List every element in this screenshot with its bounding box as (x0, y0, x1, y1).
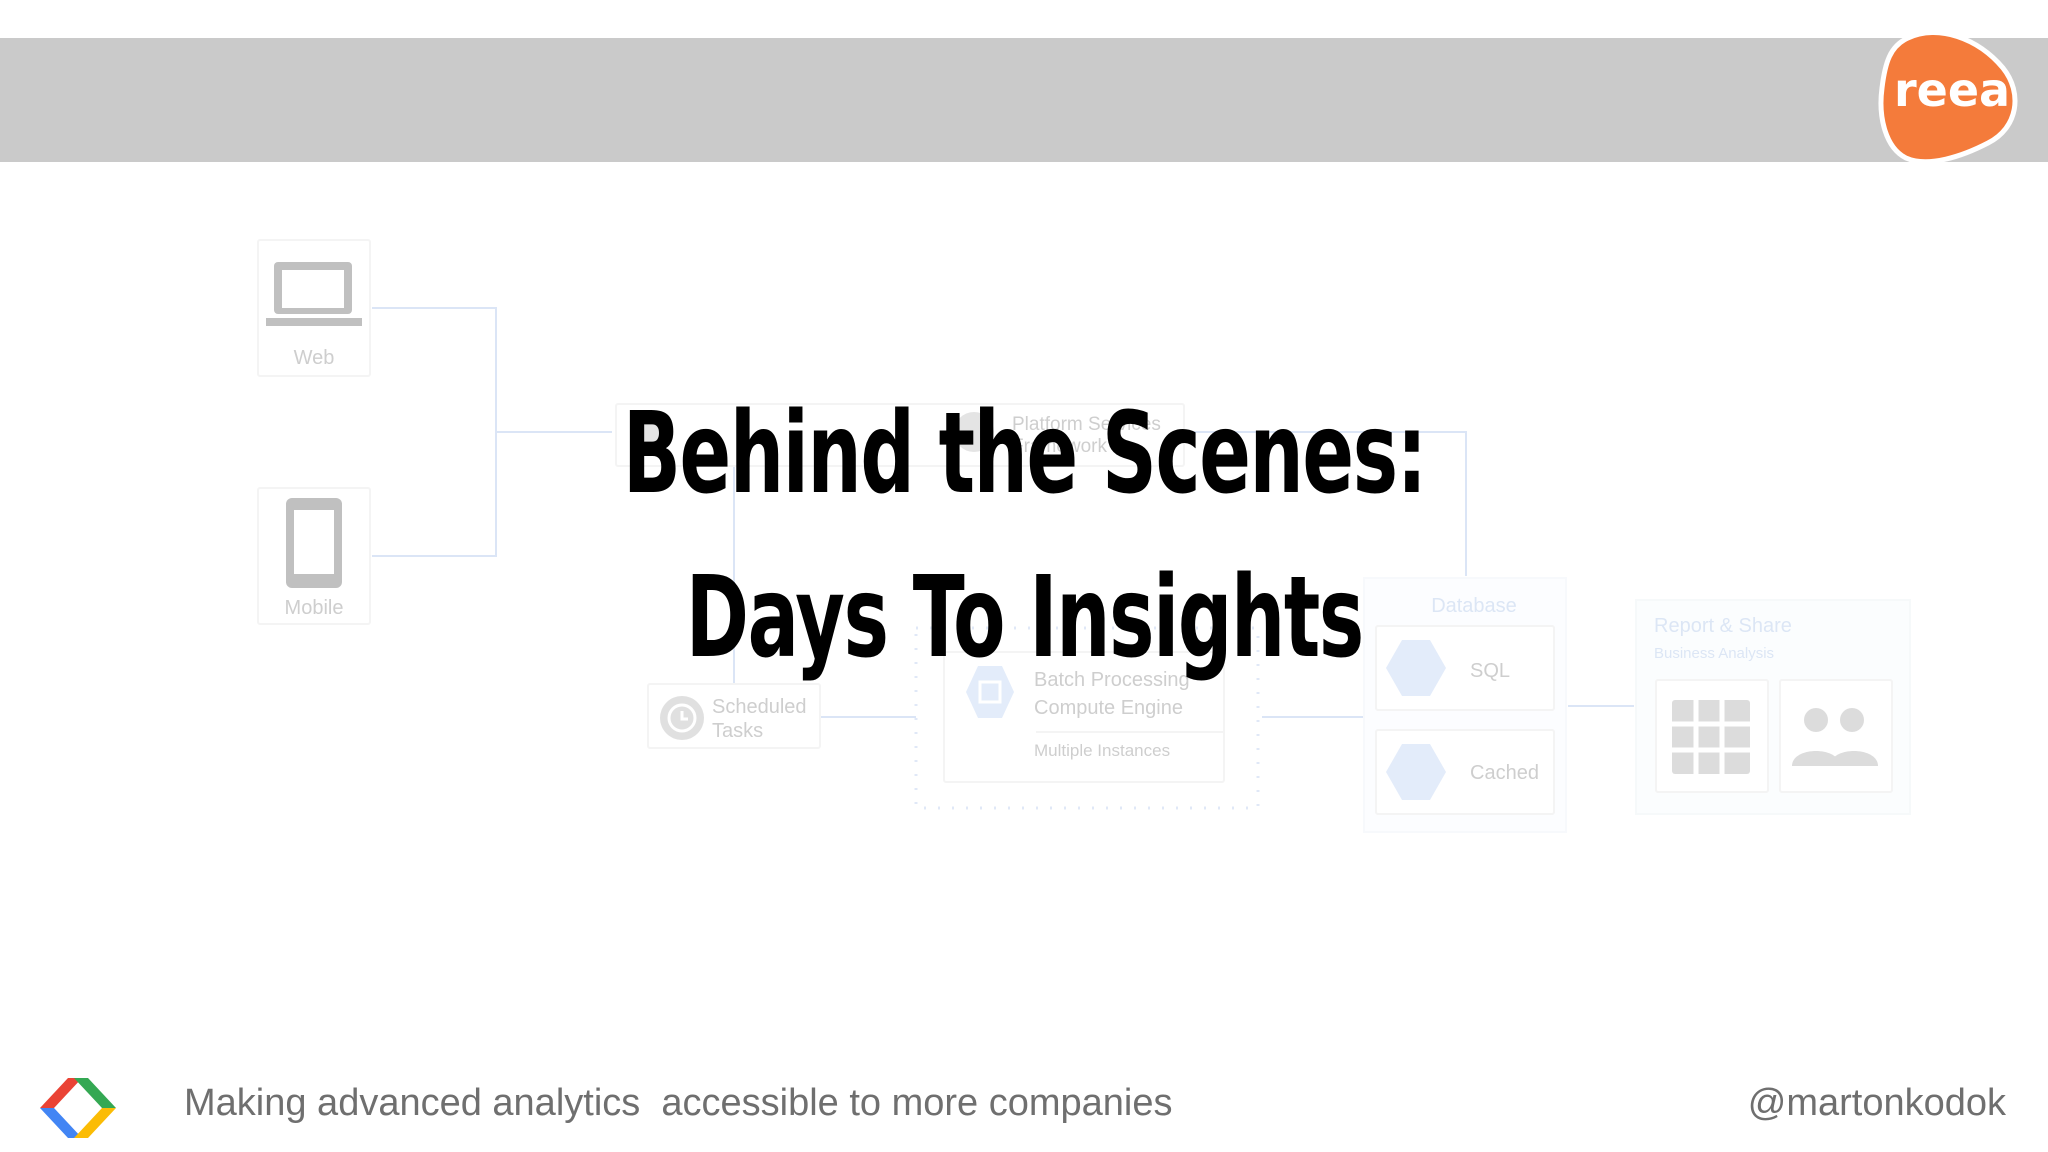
reea-logo-wordmark: reea (1894, 63, 2010, 117)
connector-lines (372, 307, 1634, 718)
chip-icon (630, 414, 670, 454)
diagram-fade-overlay (0, 170, 2048, 870)
reea-logo: reea (1878, 30, 2018, 165)
laptop-icon (266, 262, 362, 326)
table-grid-icon (1672, 700, 1750, 774)
batch-label-2: Compute Engine (1034, 697, 1183, 719)
platform-label-1: Platform Services (1012, 414, 1161, 435)
batch-processing-node: Batch Processing Compute Engine Multiple… (914, 626, 1260, 810)
title-line-2: Days To Insights (685, 553, 1365, 683)
database-label: Database (1431, 595, 1517, 617)
clock-icon (660, 696, 704, 740)
cached-node: Cached (1375, 729, 1555, 815)
footer-tagline: Making advanced analytics accessible to … (184, 1082, 1173, 1124)
database-group: Database SQL Cached (1363, 577, 1567, 833)
report-sublabel: Business Analysis (1654, 645, 1774, 662)
gdg-chevron-blue (40, 1108, 82, 1138)
platform-node: Platform Services Framework (615, 403, 1185, 467)
slide-title: Behind the Scenes: Days To Insights (328, 372, 1721, 700)
report-share-group: Report & Share Business Analysis (1635, 599, 1911, 815)
web-node: Web (257, 239, 371, 377)
chip-icon (954, 412, 994, 452)
sql-node: SQL (1375, 625, 1555, 711)
batch-label-3: Multiple Instances (1034, 741, 1170, 760)
gdg-chevron-red (40, 1078, 82, 1108)
scheduled-label-2: Tasks (712, 720, 763, 742)
report-label: Report & Share (1654, 615, 1792, 637)
compute-engine-icon (966, 666, 1014, 718)
gdg-logo (40, 1078, 116, 1138)
gdg-chevron-yellow (74, 1108, 116, 1138)
mobile-node: Mobile (257, 487, 371, 625)
platform-label-2: Framework (1012, 436, 1108, 457)
database-icon (1386, 640, 1446, 696)
phone-icon (286, 498, 342, 588)
mobile-label: Mobile (285, 597, 344, 619)
database-icon (1386, 744, 1446, 800)
batch-label-1: Batch Processing (1034, 669, 1190, 691)
web-label: Web (294, 347, 335, 369)
scheduled-tasks-node: Scheduled Tasks (647, 683, 821, 749)
gdg-chevron-green (74, 1078, 116, 1108)
header-band (0, 38, 2048, 162)
sql-label: SQL (1470, 660, 1510, 682)
cached-label: Cached (1470, 762, 1539, 784)
people-icon (1792, 708, 1878, 766)
scheduled-label-1: Scheduled (712, 696, 807, 718)
title-line-1: Behind the Scenes: (622, 389, 1427, 519)
footer-handle: @martonkodok (1747, 1082, 2006, 1124)
